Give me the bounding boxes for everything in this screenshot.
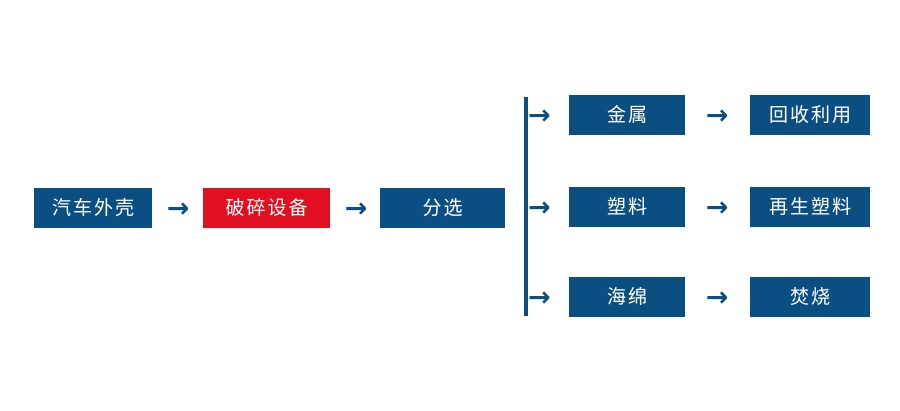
arrow-right-icon: → [705,191,729,223]
branch-arrow-right-icon: → [528,191,551,223]
branch-arrow-right-icon: → [528,281,551,313]
node-plastic[interactable]: 塑料 [569,187,685,227]
node-recycle-reuse[interactable]: 回收利用 [750,95,870,135]
node-recycled-plastic[interactable]: 再生塑料 [750,187,870,227]
node-incineration[interactable]: 焚烧 [750,277,870,317]
node-metal[interactable]: 金属 [569,95,685,135]
arrow-right-icon: → [344,192,368,224]
node-car-shell[interactable]: 汽车外壳 [34,188,152,228]
node-sorting[interactable]: 分选 [380,188,505,228]
node-crushing-equipment[interactable]: 破碎设备 [203,188,330,228]
branch-arrow-right-icon: → [528,99,551,131]
vertical-split-connector [524,97,528,316]
arrow-right-icon: → [705,99,729,131]
arrow-right-icon: → [705,281,729,313]
arrow-right-icon: → [166,192,190,224]
node-sponge[interactable]: 海绵 [569,277,685,317]
